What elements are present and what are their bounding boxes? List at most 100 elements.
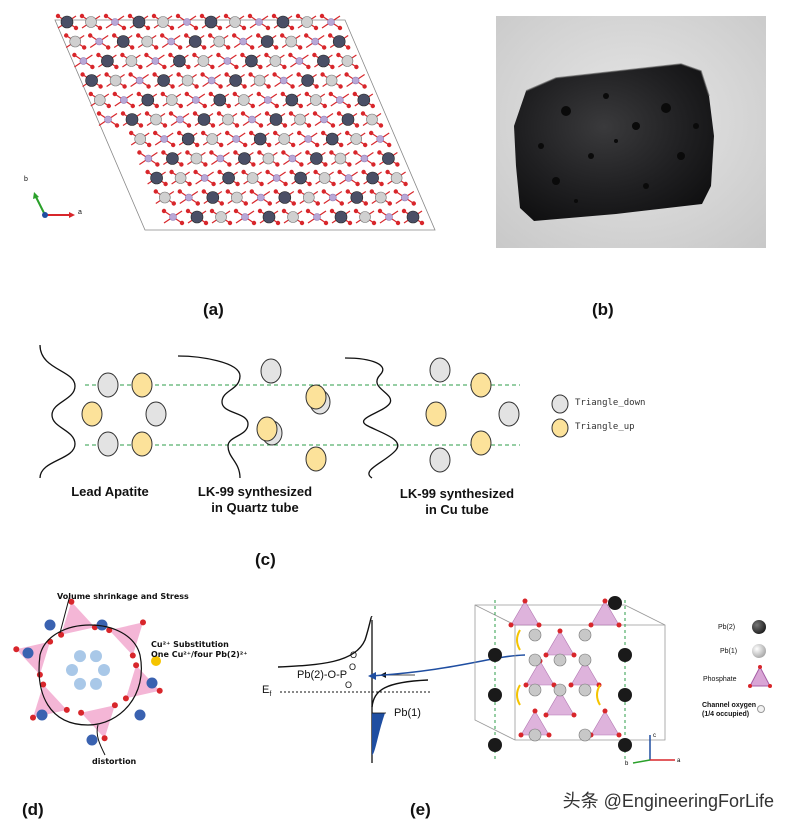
pb-atom — [213, 93, 227, 107]
lower-band-curve — [371, 679, 429, 708]
o-atom — [267, 201, 272, 206]
o-atom — [275, 162, 280, 167]
o-atom — [241, 169, 246, 175]
panel-label-b: (b) — [592, 300, 614, 319]
pb-atom — [350, 191, 364, 204]
o-atom — [299, 162, 304, 167]
o-atom — [129, 130, 134, 136]
o-atom — [80, 72, 85, 77]
o-atom — [179, 162, 184, 167]
o-atom — [257, 208, 263, 214]
o-atom — [171, 201, 176, 206]
o-atom — [227, 220, 233, 226]
cu-site — [596, 684, 601, 706]
o-atom — [297, 130, 302, 136]
channel-atom — [66, 664, 78, 676]
p-atom — [313, 213, 321, 221]
o-atom — [147, 142, 152, 148]
atom-up — [305, 384, 327, 410]
oxygen-atom — [133, 662, 140, 669]
pb-atom — [181, 74, 194, 87]
oxygen-atom — [616, 622, 622, 628]
pb1-atom — [578, 653, 592, 667]
o-atom — [163, 181, 168, 187]
o-atom — [369, 130, 374, 136]
caption-quartz-tube: LK-99 synthesized in Quartz tube — [197, 484, 313, 515]
o-atom — [184, 91, 189, 97]
o-atom — [130, 45, 135, 50]
o-atom — [194, 84, 199, 89]
p-atom — [151, 57, 160, 65]
band-diagram-e — [277, 616, 432, 763]
p-atom — [95, 37, 103, 46]
o-atom — [314, 84, 319, 89]
pb-atom — [44, 619, 56, 631]
channel-atom — [90, 677, 102, 690]
pb-atom — [150, 171, 163, 185]
pb-atom — [188, 35, 202, 48]
p-atom — [160, 135, 168, 143]
p-atom — [120, 96, 128, 104]
oxygen-atom — [523, 682, 529, 688]
o-atom — [219, 142, 224, 148]
o-atom — [203, 220, 209, 226]
pb2-atom — [608, 596, 622, 610]
o-atom — [385, 169, 390, 175]
o-atom — [248, 72, 253, 77]
o-atom — [304, 33, 309, 38]
pb-atom — [190, 210, 204, 224]
legend-swatch-triangle-down — [551, 394, 569, 414]
o-atom — [419, 220, 425, 226]
p-atom — [255, 18, 263, 26]
oxygen-atom — [571, 712, 577, 718]
o-atom — [136, 91, 141, 97]
cu-legend-marker — [151, 656, 161, 666]
panel-label-d: (d) — [22, 800, 44, 819]
o-atom — [199, 13, 205, 19]
connector-arrow — [368, 654, 526, 680]
legend-channel-oxygen-icon — [757, 705, 765, 713]
o-atom — [377, 150, 382, 155]
p-atom — [288, 154, 297, 163]
o-atom — [144, 52, 149, 58]
pb-atom — [262, 152, 275, 165]
o-atom — [353, 150, 358, 155]
pb2-atom — [618, 738, 632, 752]
wave-lead-apatite — [39, 344, 76, 479]
o-atom — [217, 169, 222, 175]
o-atom — [323, 162, 328, 167]
pb-atom — [238, 94, 250, 106]
pb-atom — [36, 709, 48, 721]
o-atom — [291, 201, 296, 206]
pb-atom — [341, 55, 354, 67]
watermark: 头条 @EngineeringForLife — [562, 791, 774, 811]
o-atom — [233, 150, 238, 155]
o-atom — [240, 52, 245, 58]
o-atom — [193, 169, 198, 175]
pb2-atom — [618, 688, 632, 702]
panel-label-e: (e) — [410, 800, 431, 819]
o-atom — [329, 208, 335, 214]
caption-lead-apatite: Lead Apatite — [71, 484, 149, 499]
channel-atom — [74, 650, 86, 663]
o-atom — [152, 72, 157, 77]
o-atom — [216, 52, 221, 58]
pb-atom — [85, 74, 98, 87]
o-atom — [90, 64, 95, 70]
atom-down — [97, 431, 119, 457]
o-atom — [387, 142, 392, 148]
o-atom — [297, 189, 302, 194]
oxygen-atom — [47, 638, 54, 645]
o-atom — [210, 64, 215, 70]
p-atom — [135, 76, 144, 85]
o-atom — [345, 130, 350, 136]
o-atom — [247, 13, 253, 19]
o-atom — [138, 123, 144, 128]
o-atom — [395, 220, 401, 226]
pb-atom — [301, 74, 314, 87]
p-atom — [376, 135, 385, 143]
oxygen-atom — [518, 732, 524, 738]
pb1-atom — [528, 628, 542, 642]
p-atom — [104, 115, 112, 124]
pb-atom — [325, 132, 339, 146]
